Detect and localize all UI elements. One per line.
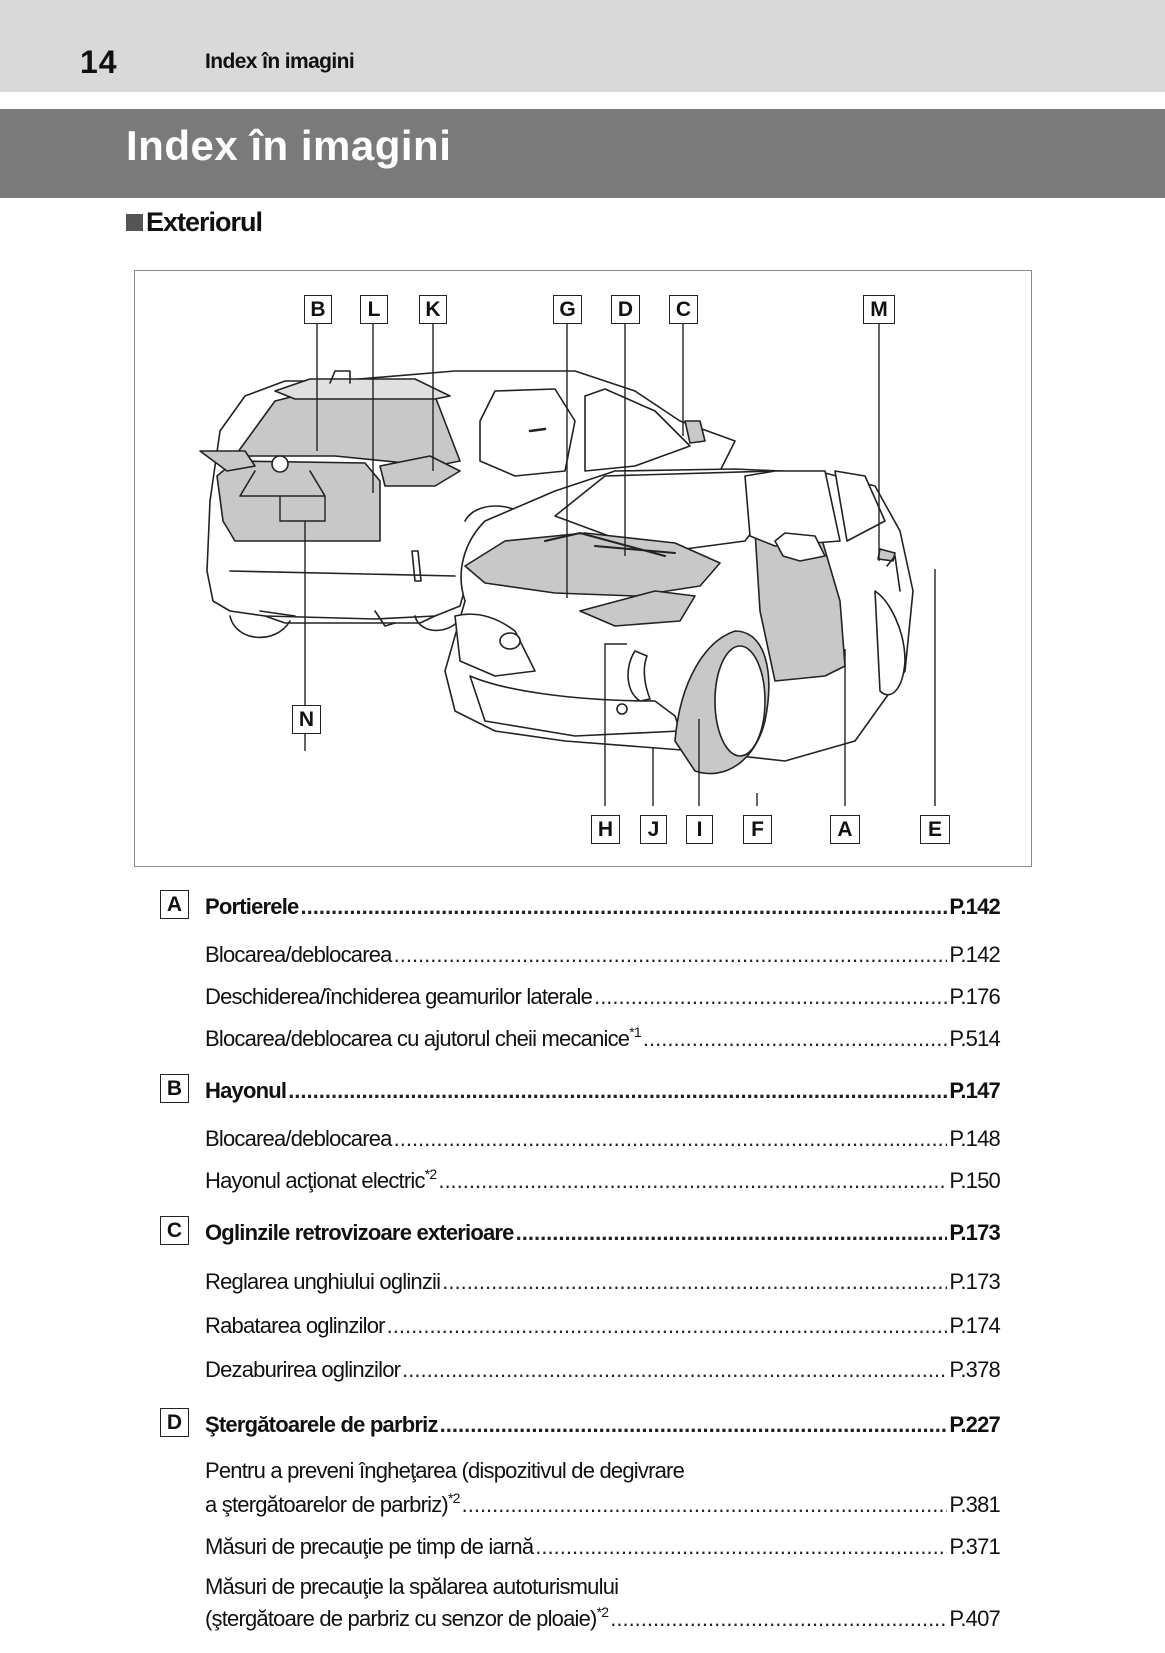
entry-page: P.173 [949, 1269, 1000, 1294]
entry-text: Dezaburirea oglinzilor [205, 1357, 401, 1382]
entry-text: a ştergătoarelor de parbriz) [205, 1492, 449, 1517]
index-item[interactable]: (ştergătoare de parbriz cu senzor de plo… [205, 1600, 1001, 1632]
callout-D: D [611, 295, 640, 324]
entry-title: Ştergătoarele de parbriz [205, 1412, 438, 1437]
callout-M: M [863, 295, 895, 324]
entry-text-line1: Măsuri de precauţie la spălarea autoturi… [205, 1574, 619, 1599]
leader-dots [516, 1220, 948, 1246]
leader-dots [442, 1269, 947, 1295]
square-bullet-icon [126, 214, 143, 231]
entry-page: P.227 [949, 1412, 1000, 1437]
entry-page: P.173 [949, 1220, 1000, 1245]
entry-page: P.174 [949, 1313, 1000, 1338]
index-item[interactable]: Dezaburirea oglinzilor P.378 [205, 1351, 1001, 1383]
index-item[interactable]: a ştergătoarelor de parbriz)*2 P.381 [205, 1486, 1001, 1518]
leader-dots [440, 1412, 948, 1438]
vehicle-illustration [199, 370, 914, 775]
index-letter-C: C [160, 1216, 189, 1245]
leader-dots [394, 1126, 948, 1152]
callout-G: G [553, 295, 582, 324]
running-header-bar [0, 0, 1165, 92]
index-item[interactable]: Măsuri de precauţie pe timp de iarnă P.3… [205, 1528, 1001, 1560]
footnote-marker: *2 [424, 1166, 437, 1182]
leader-dots [610, 1606, 947, 1632]
callout-I: I [686, 815, 713, 844]
entry-page: P.381 [949, 1492, 1000, 1517]
entry-text-line1: Pentru a preveni îngheţarea (dispozitivu… [205, 1458, 685, 1483]
entry-text: Blocarea/deblocarea [205, 1126, 392, 1151]
index-item[interactable]: Blocarea/deblocarea P.148 [205, 1120, 1001, 1152]
index-heading-portierele[interactable]: Portierele P.142 [205, 888, 1001, 920]
entry-text: (ştergătoare de parbriz cu senzor de plo… [205, 1606, 597, 1631]
index-item[interactable]: Deschiderea/închiderea geamurilor latera… [205, 978, 1001, 1010]
index-item[interactable]: Rabatarea oglinzilor P.174 [205, 1307, 1001, 1339]
chapter-banner [0, 109, 1165, 198]
index-heading-oglinzile[interactable]: Oglinzile retrovizoare exterioare P.173 [205, 1214, 1001, 1246]
chapter-title: Index în imagini [126, 122, 452, 169]
callout-A: A [830, 815, 860, 844]
entry-text: Reglarea unghiului oglinzii [205, 1269, 441, 1294]
index-letter-B: B [160, 1074, 189, 1103]
index-heading-stergatoare[interactable]: Ştergătoarele de parbriz P.227 [205, 1406, 1001, 1438]
index-letter-A: A [160, 890, 189, 919]
leader-dots [462, 1492, 948, 1518]
entry-text: Rabatarea oglinzilor [205, 1313, 385, 1338]
vehicle-exterior-figure: B L K G D C M N H J I F A E [134, 270, 1032, 867]
leader-dots [301, 894, 948, 920]
entry-page: P.371 [949, 1534, 1000, 1559]
footnote-marker: *2 [447, 1490, 460, 1506]
leader-dots [387, 1313, 948, 1339]
running-title: Index în imagini [205, 50, 355, 73]
entry-page: P.142 [949, 894, 1000, 919]
callout-H: H [591, 815, 620, 844]
leader-dots [438, 1168, 947, 1194]
footnote-marker: *2 [596, 1604, 609, 1620]
entry-text: Măsuri de precauţie pe timp de iarnă [205, 1534, 534, 1559]
leader-dots [288, 1078, 947, 1104]
entry-page: P.147 [949, 1078, 1000, 1103]
section-heading: Exteriorul [126, 207, 263, 238]
entry-text: Blocarea/deblocarea [205, 942, 392, 967]
index-item[interactable]: Reglarea unghiului oglinzii P.173 [205, 1263, 1001, 1295]
leader-dots [402, 1357, 947, 1383]
entry-title: Portierele [205, 894, 299, 919]
index-item[interactable]: Blocarea/deblocarea cu ajutorul cheii me… [205, 1020, 1001, 1052]
callout-leaders [279, 323, 936, 806]
page-number: 14 [80, 44, 118, 80]
callout-C: C [669, 295, 698, 324]
callout-K: K [419, 295, 447, 324]
entry-text: Deschiderea/închiderea geamurilor latera… [205, 984, 593, 1009]
index-item[interactable]: Blocarea/deblocarea P.142 [205, 936, 1001, 968]
entry-page: P.407 [949, 1606, 1000, 1631]
entry-page: P.142 [949, 942, 1000, 967]
callout-L: L [360, 295, 388, 324]
entry-page: P.378 [949, 1357, 1000, 1382]
index-heading-hayonul[interactable]: Hayonul P.147 [205, 1072, 1001, 1104]
entry-title: Hayonul [205, 1078, 287, 1103]
entry-text: Hayonul acţionat electric [205, 1168, 425, 1193]
index-item[interactable]: Hayonul acţionat electric*2 P.150 [205, 1162, 1001, 1194]
leader-dots [535, 1534, 947, 1560]
callout-F: F [743, 815, 772, 844]
entry-page: P.148 [949, 1126, 1000, 1151]
entry-page: P.514 [949, 1026, 1000, 1051]
section-title: Exteriorul [146, 207, 263, 237]
entry-text: Blocarea/deblocarea cu ajutorul cheii me… [205, 1026, 630, 1051]
callout-B: B [304, 295, 332, 324]
callout-E: E [920, 815, 950, 844]
callout-J: J [640, 815, 667, 844]
index-letter-D: D [160, 1408, 189, 1437]
footnote-marker: *1 [629, 1024, 641, 1040]
entry-title: Oglinzile retrovizoare exterioare [205, 1220, 514, 1245]
entry-page: P.150 [949, 1168, 1000, 1193]
callout-N: N [292, 705, 321, 734]
leader-dots [594, 984, 947, 1010]
entry-page: P.176 [949, 984, 1000, 1009]
leader-dots [394, 942, 948, 968]
leader-dots [643, 1026, 947, 1052]
